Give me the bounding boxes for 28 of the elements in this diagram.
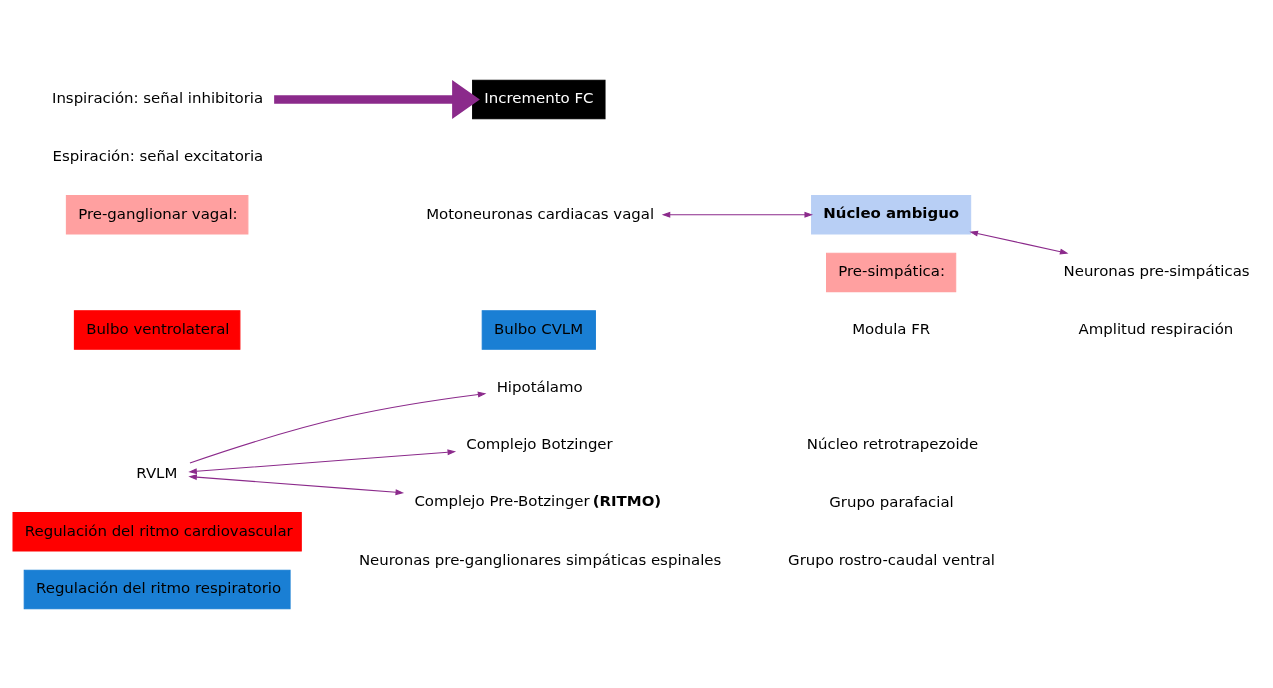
arrow bbox=[274, 79, 480, 119]
node-text: Motoneuronas cardiacas vagal bbox=[426, 204, 655, 223]
node-box: Núcleo ambiguo bbox=[811, 194, 972, 235]
node-box: Bulbo CVLM bbox=[481, 309, 596, 350]
node-text: Complejo Pre-Botzinger (RITMO) bbox=[414, 491, 662, 510]
arrow bbox=[661, 211, 813, 218]
label: Espiración: señal excitatoria bbox=[52, 146, 264, 165]
node-text: Inspiración: señal inhibitoria bbox=[51, 88, 264, 107]
node-text: RVLM bbox=[136, 463, 178, 482]
arrow bbox=[969, 230, 1069, 255]
label: Neuronas pre-ganglionares simpáticas espinales bbox=[358, 550, 722, 569]
node-text: Complejo Botzinger bbox=[466, 434, 613, 453]
label: Amplitud respiración bbox=[1078, 319, 1234, 338]
node-box: Pre-simpática: bbox=[826, 252, 957, 292]
node-box: Regulación del ritmo cardiovascular bbox=[12, 511, 302, 552]
node-text: Hipotálamo bbox=[496, 377, 583, 396]
node-box: Pre-ganglionar vagal: bbox=[65, 194, 249, 235]
arrow bbox=[189, 391, 487, 463]
label: Grupo rostro-caudal ventral bbox=[788, 550, 996, 569]
node-box: Bulbo ventrolateral bbox=[73, 309, 241, 350]
arrow bbox=[188, 473, 405, 495]
label: Grupo parafacial bbox=[829, 492, 954, 511]
label: Modula FR bbox=[852, 319, 931, 338]
label: Núcleo retrotrapezoide bbox=[806, 434, 979, 453]
arrow bbox=[188, 448, 457, 474]
node-text: Neuronas pre-simpáticas bbox=[1063, 261, 1250, 280]
node-box: Regulación del ritmo respiratorio bbox=[23, 569, 291, 609]
node-box: Incremento FC bbox=[472, 79, 606, 119]
